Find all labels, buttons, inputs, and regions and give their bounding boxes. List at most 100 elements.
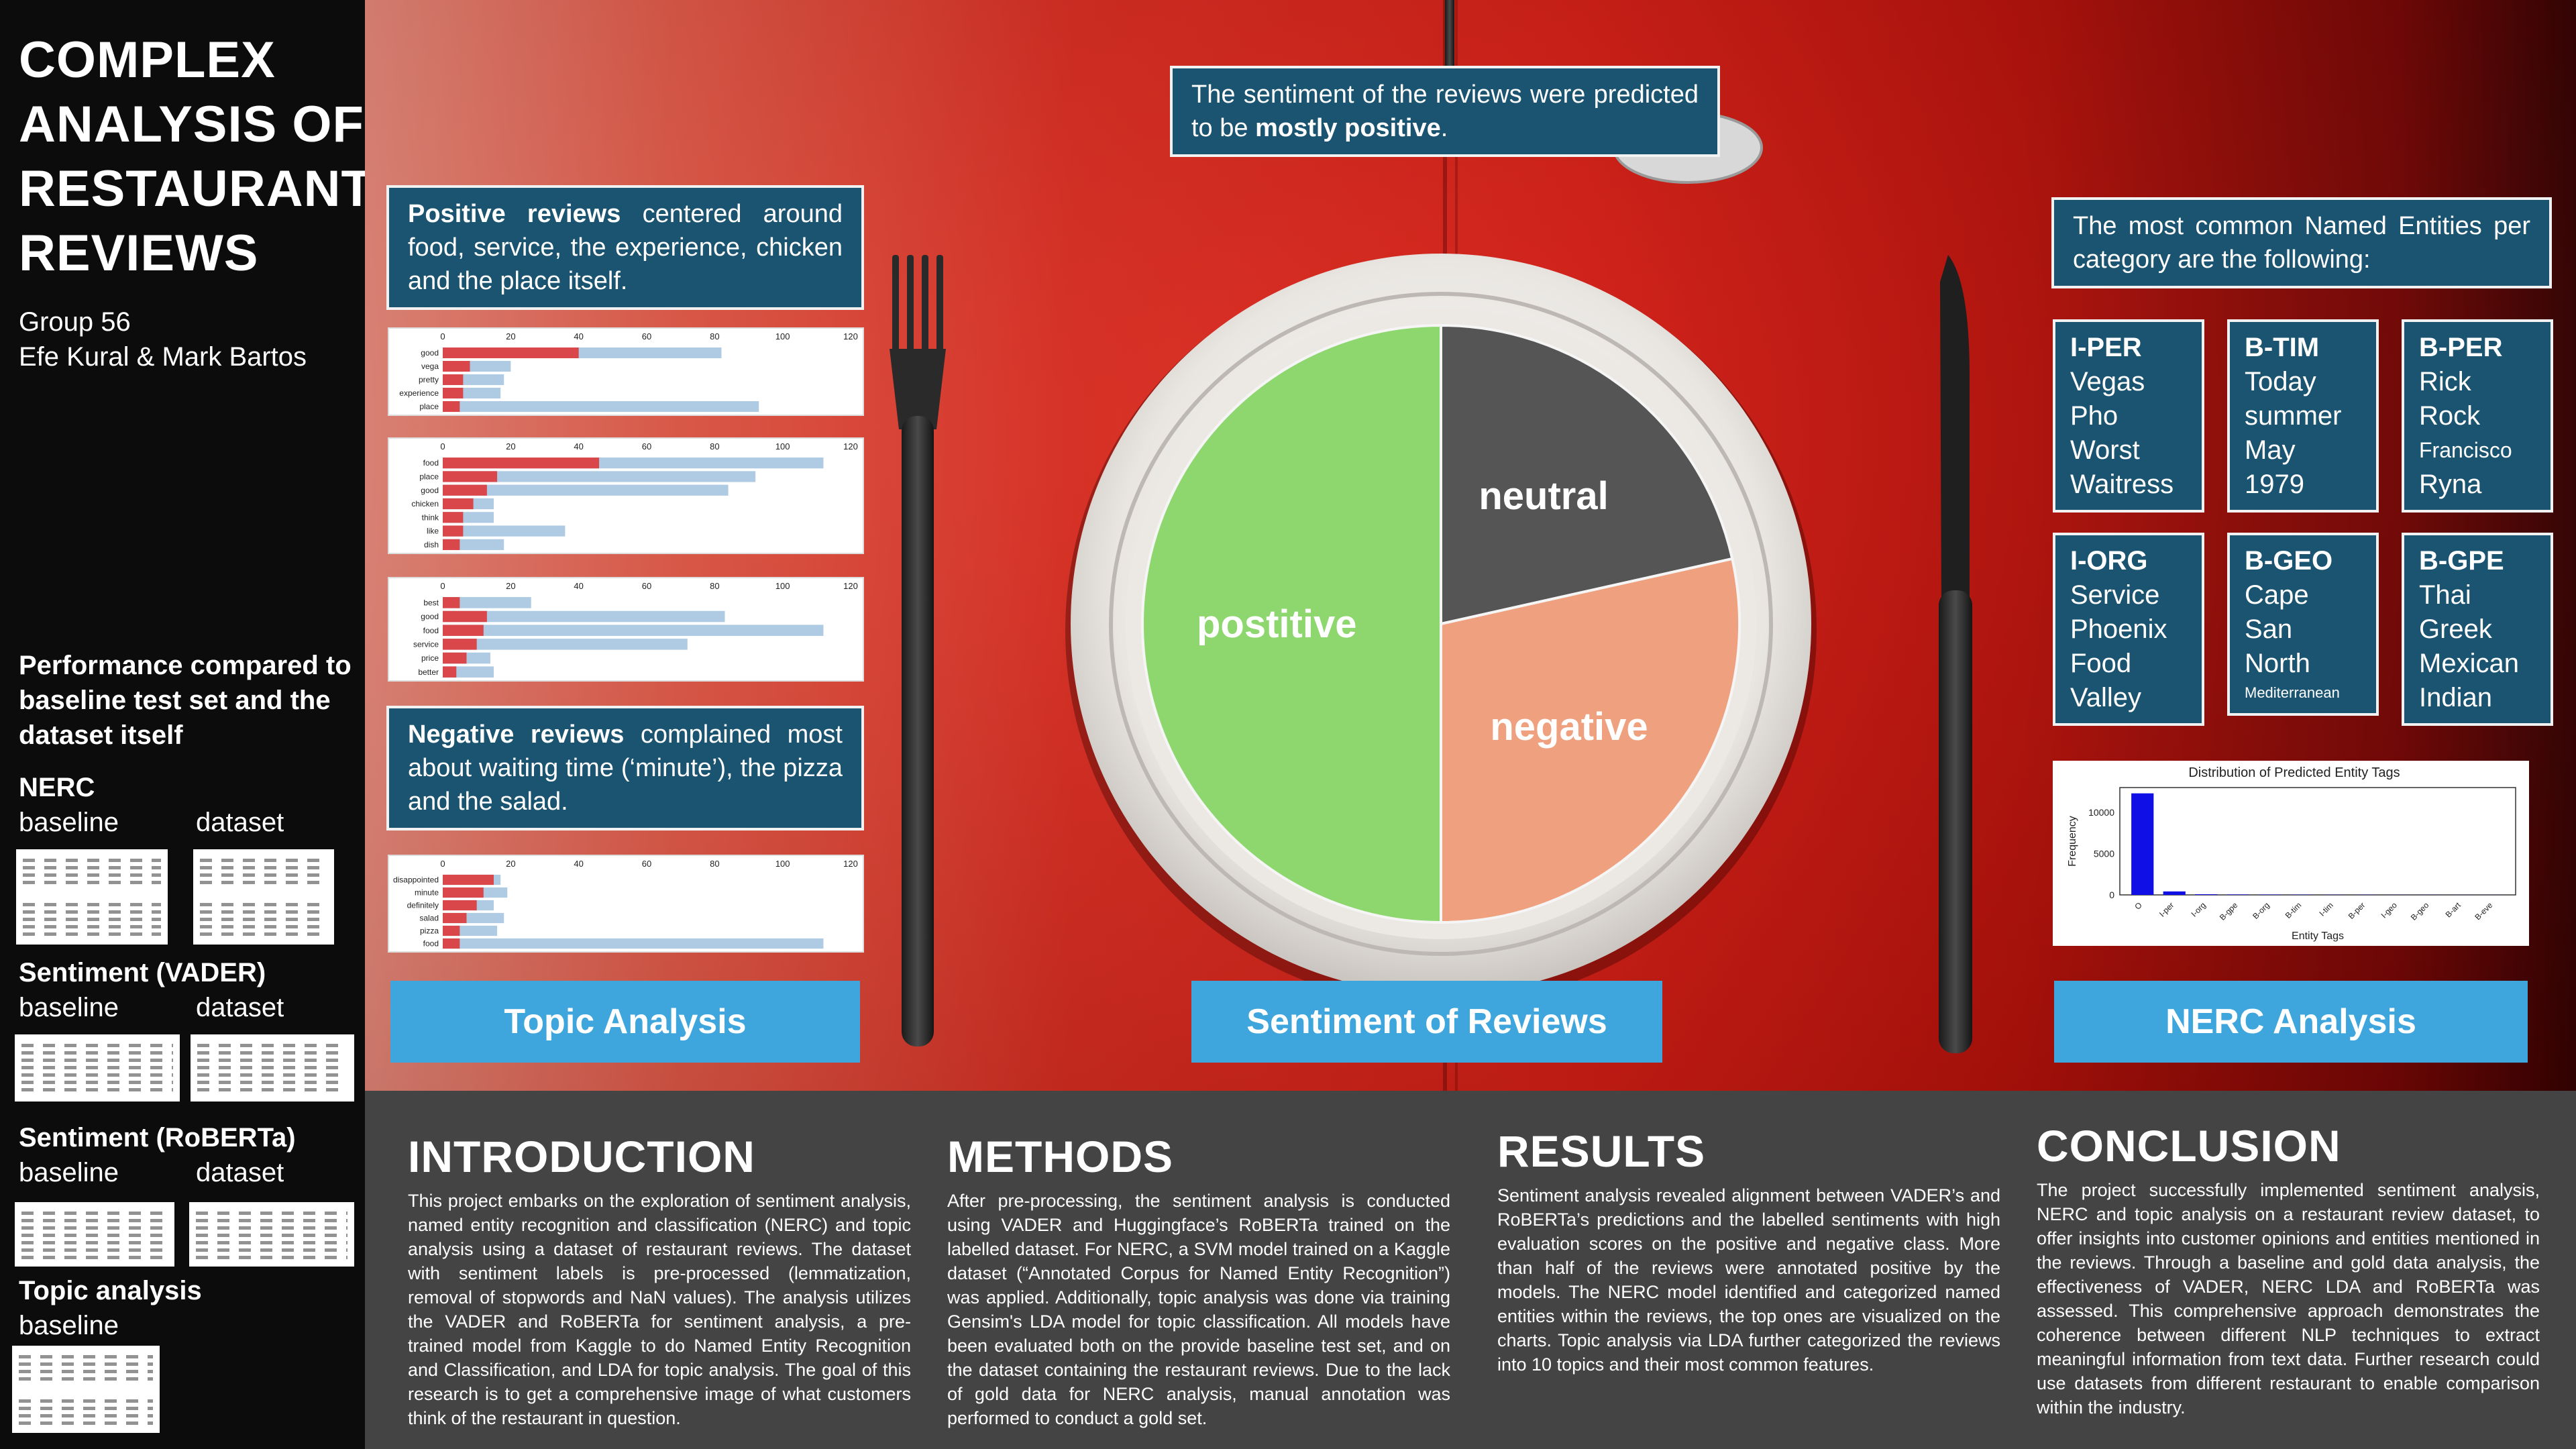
- bar-topic: [443, 388, 464, 398]
- report-line: [19, 1370, 153, 1373]
- x-tick-label: 40: [574, 581, 583, 591]
- x-tick-label: 20: [506, 331, 515, 341]
- x-tick-label: 100: [775, 331, 790, 341]
- entity-item: Rock: [2419, 401, 2481, 431]
- category-label: good: [421, 348, 439, 358]
- section-title: CONCLUSION: [2037, 1121, 2341, 1171]
- report-line: [200, 873, 327, 877]
- knife: [1939, 255, 1972, 1053]
- category-label: salad: [419, 913, 439, 922]
- bar-topic: [443, 666, 457, 678]
- roberta-baseline-report: [15, 1202, 174, 1267]
- section-body: This project embarks on the exploration …: [408, 1191, 911, 1428]
- chart-title: Distribution of Predicted Entity Tags: [2188, 765, 2400, 780]
- bar-topic: [443, 512, 464, 523]
- nerc-dataset-report: [193, 849, 334, 945]
- entity-item: Mexican: [2419, 649, 2519, 678]
- positive-reviews-box: Positive reviews centered around food, s…: [386, 185, 864, 310]
- y-tick-label: 10000: [2088, 807, 2114, 818]
- bar-total: [443, 639, 688, 650]
- bar-topic: [443, 471, 498, 482]
- performance-heading: Performance compared to baseline test se…: [19, 651, 352, 750]
- x-tick-label: 60: [642, 331, 651, 341]
- poster-title: COMPLEX ANALYSIS OF RESTAURANT REVIEWS: [19, 28, 373, 286]
- category-label: good: [421, 486, 439, 495]
- pie-label-postitive: postitive: [1197, 602, 1357, 646]
- pie-slice-negative: [1440, 557, 1741, 924]
- bar: [2163, 891, 2186, 895]
- topic-section-title: Topic analysis: [19, 1276, 202, 1305]
- entity-item: Service: [2070, 580, 2160, 610]
- nerc-baseline-report: [16, 849, 168, 945]
- report-line: [23, 925, 161, 928]
- x-tick-label: I-tim: [2317, 900, 2334, 918]
- bar-total: [443, 597, 531, 608]
- bar-topic: [443, 525, 464, 537]
- results-section: RESULTS Sentiment analysis revealed alig…: [1497, 1126, 2000, 1377]
- nerc-section-title: NERC: [19, 773, 95, 802]
- methods-section: METHODS After pre-processing, the sentim…: [947, 1131, 1450, 1430]
- category-label: experience: [399, 388, 439, 398]
- bar-topic: [443, 401, 460, 412]
- x-tick-label: 120: [843, 859, 858, 869]
- x-tick-label: 0: [440, 331, 445, 341]
- entity-item: Cape: [2245, 580, 2309, 610]
- entity-tag: B-GPE: [2419, 546, 2504, 576]
- report-line: [21, 1081, 173, 1084]
- section-title: METHODS: [947, 1132, 1173, 1181]
- report-line: [196, 1226, 347, 1230]
- bar-total: [443, 471, 756, 482]
- x-tick-label: 80: [710, 441, 719, 451]
- category-label: like: [427, 527, 439, 536]
- bar-topic: [443, 874, 494, 885]
- report-line: [196, 1256, 347, 1259]
- title-line: RESTAURANT: [19, 160, 373, 217]
- report-line: [23, 918, 161, 921]
- report-line: [200, 881, 327, 884]
- report-line: [23, 888, 161, 892]
- report-line: [196, 1248, 347, 1252]
- bar-total: [443, 938, 824, 949]
- category-label: food: [423, 626, 439, 635]
- entity-item: Greek: [2419, 614, 2492, 644]
- report-line: [21, 1212, 168, 1215]
- entity-box-i-per: I-PER Vegas Pho Worst Waitress: [2053, 319, 2204, 513]
- report-line: [21, 1051, 173, 1055]
- report-line: [196, 1234, 347, 1237]
- vader-dataset-report: [191, 1034, 354, 1102]
- x-tick-label: 20: [506, 441, 515, 451]
- bar-topic: [443, 912, 467, 924]
- category-label: good: [421, 612, 439, 621]
- report-line: [21, 1248, 168, 1252]
- entity-item: San: [2245, 614, 2293, 644]
- pie-slice-neutral: [1440, 323, 1734, 626]
- entity-distribution-chart: Distribution of Predicted Entity Tags050…: [2067, 765, 2516, 942]
- plot-frame: [2119, 787, 2516, 896]
- category-label: think: [422, 513, 439, 522]
- bar: [2131, 793, 2154, 895]
- bar-topic: [443, 900, 477, 911]
- category-label: definitely: [407, 900, 439, 910]
- bar-topic: [443, 361, 470, 372]
- report-line: [196, 1212, 347, 1215]
- report-line: [200, 896, 327, 899]
- report-line: [197, 1073, 347, 1077]
- x-tick-label: 40: [574, 441, 583, 451]
- positive-bold: Positive reviews: [408, 200, 621, 228]
- report-line: [197, 1088, 347, 1091]
- group-label: Group 56: [19, 307, 131, 337]
- report-line: [21, 1256, 168, 1259]
- x-tick-label: B-tim: [2284, 900, 2304, 920]
- conclusion-section: CONCLUSION The project successfully impl…: [2037, 1120, 2540, 1419]
- negative-reviews-box: Negative reviews complained most about w…: [386, 706, 864, 830]
- report-line: [19, 1377, 153, 1381]
- category-label: pizza: [420, 926, 439, 935]
- x-tick-label: I-geo: [2379, 900, 2399, 920]
- section-title: RESULTS: [1497, 1126, 1706, 1176]
- report-line: [196, 1219, 347, 1222]
- x-tick-label: 120: [843, 441, 858, 451]
- x-tick-label: B-org: [2251, 900, 2271, 921]
